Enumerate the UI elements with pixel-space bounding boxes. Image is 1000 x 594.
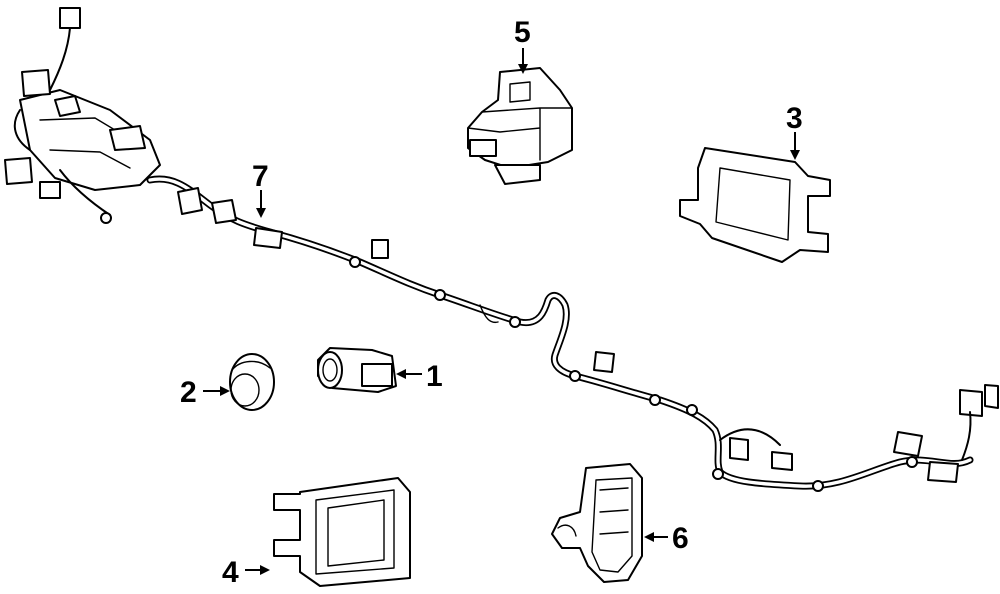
callout-5-label: 5 [514,16,531,49]
callout-3: 3 [786,102,803,160]
parking-sensor [317,347,397,393]
camera-module [467,67,573,185]
callout-4: 4 [222,556,270,589]
callout-3-label: 3 [786,102,803,135]
harness-left-connector-cluster [4,7,161,224]
callout-2-label: 2 [180,376,197,409]
callout-1: 1 [396,360,443,393]
callout-6-label: 6 [672,522,689,555]
callout-7: 7 [252,160,269,218]
callout-5: 5 [514,16,531,74]
wiring-harness [4,7,999,492]
callout-1-label: 1 [426,360,443,393]
callout-4-label: 4 [222,556,239,589]
callout-7-label: 7 [252,160,269,193]
callout-2: 2 [180,376,230,409]
callout-6: 6 [644,522,689,555]
sensor-grommet [229,353,275,411]
mounting-bracket [551,463,643,583]
control-module-upper [679,147,831,263]
control-module-lower [273,477,411,587]
